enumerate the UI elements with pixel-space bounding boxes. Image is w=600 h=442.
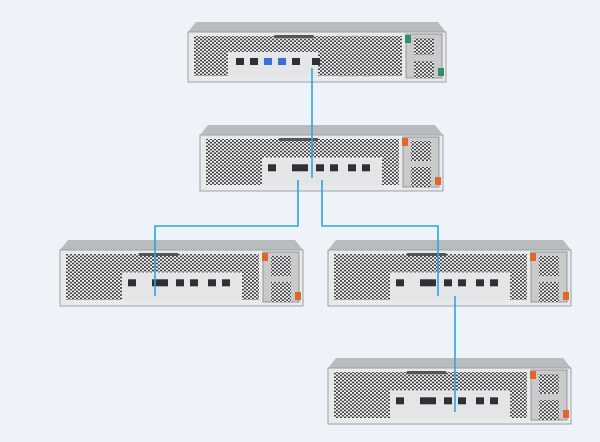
handle-slot xyxy=(278,138,319,141)
cables xyxy=(154,68,456,412)
psu-latch xyxy=(563,292,569,300)
expansion-unit xyxy=(59,240,304,307)
port xyxy=(476,279,484,287)
chassis-top xyxy=(328,240,571,250)
psu-latch xyxy=(530,253,536,261)
port xyxy=(160,279,168,287)
psu-latch xyxy=(435,177,441,185)
port xyxy=(292,164,300,172)
psu-fan xyxy=(414,38,434,55)
psu-fan xyxy=(539,256,559,276)
port xyxy=(458,279,466,287)
port xyxy=(222,279,230,287)
port xyxy=(444,279,452,287)
psu-fan xyxy=(271,282,291,302)
chassis-top xyxy=(328,358,571,368)
port xyxy=(362,164,370,172)
pcie-slot xyxy=(361,35,371,77)
port xyxy=(278,58,286,65)
port xyxy=(396,397,404,405)
port xyxy=(476,397,484,405)
nas-unit xyxy=(187,22,447,83)
psu-fan xyxy=(411,167,431,187)
port xyxy=(428,279,436,287)
port xyxy=(490,397,498,405)
port xyxy=(176,279,184,287)
port xyxy=(264,58,272,65)
psu-fan xyxy=(539,400,559,420)
port xyxy=(490,279,498,287)
psu-latch xyxy=(563,410,569,418)
port xyxy=(236,58,244,65)
handle-slot xyxy=(406,371,447,374)
port xyxy=(444,397,452,405)
port xyxy=(348,164,356,172)
psu-latch xyxy=(405,35,411,43)
handle-slot xyxy=(406,253,447,256)
pcie-slot xyxy=(349,35,359,77)
chassis-top xyxy=(200,125,443,135)
port xyxy=(268,164,276,172)
psu-fan xyxy=(411,141,431,161)
port xyxy=(190,279,198,287)
port xyxy=(208,279,216,287)
expansion-unit xyxy=(327,240,572,307)
units xyxy=(59,22,572,425)
port xyxy=(396,279,404,287)
port xyxy=(152,279,160,287)
psu-latch xyxy=(295,292,301,300)
port xyxy=(312,58,320,65)
chassis-top xyxy=(188,22,446,32)
port xyxy=(458,397,466,405)
psu-fan xyxy=(414,61,434,78)
port xyxy=(420,279,428,287)
psu-latch xyxy=(262,253,268,261)
psu-latch xyxy=(402,138,408,146)
port xyxy=(128,279,136,287)
port xyxy=(300,164,308,172)
psu-latch xyxy=(530,371,536,379)
cable-expansion-1-to-expansion-3 xyxy=(321,180,439,296)
chassis-top xyxy=(60,240,303,250)
port xyxy=(428,397,436,405)
port xyxy=(316,164,324,172)
port xyxy=(330,164,338,172)
psu-latch xyxy=(438,68,444,76)
psu-fan xyxy=(539,282,559,302)
port xyxy=(292,58,300,65)
expansion-unit xyxy=(327,358,572,425)
handle-slot xyxy=(138,253,179,256)
port xyxy=(420,397,428,405)
cable-expansion-1-to-expansion-2 xyxy=(154,180,299,296)
port xyxy=(250,58,258,65)
handle-slot xyxy=(274,35,314,38)
psu-fan xyxy=(539,374,559,394)
pcie-slot xyxy=(337,35,347,77)
psu-fan xyxy=(271,256,291,276)
